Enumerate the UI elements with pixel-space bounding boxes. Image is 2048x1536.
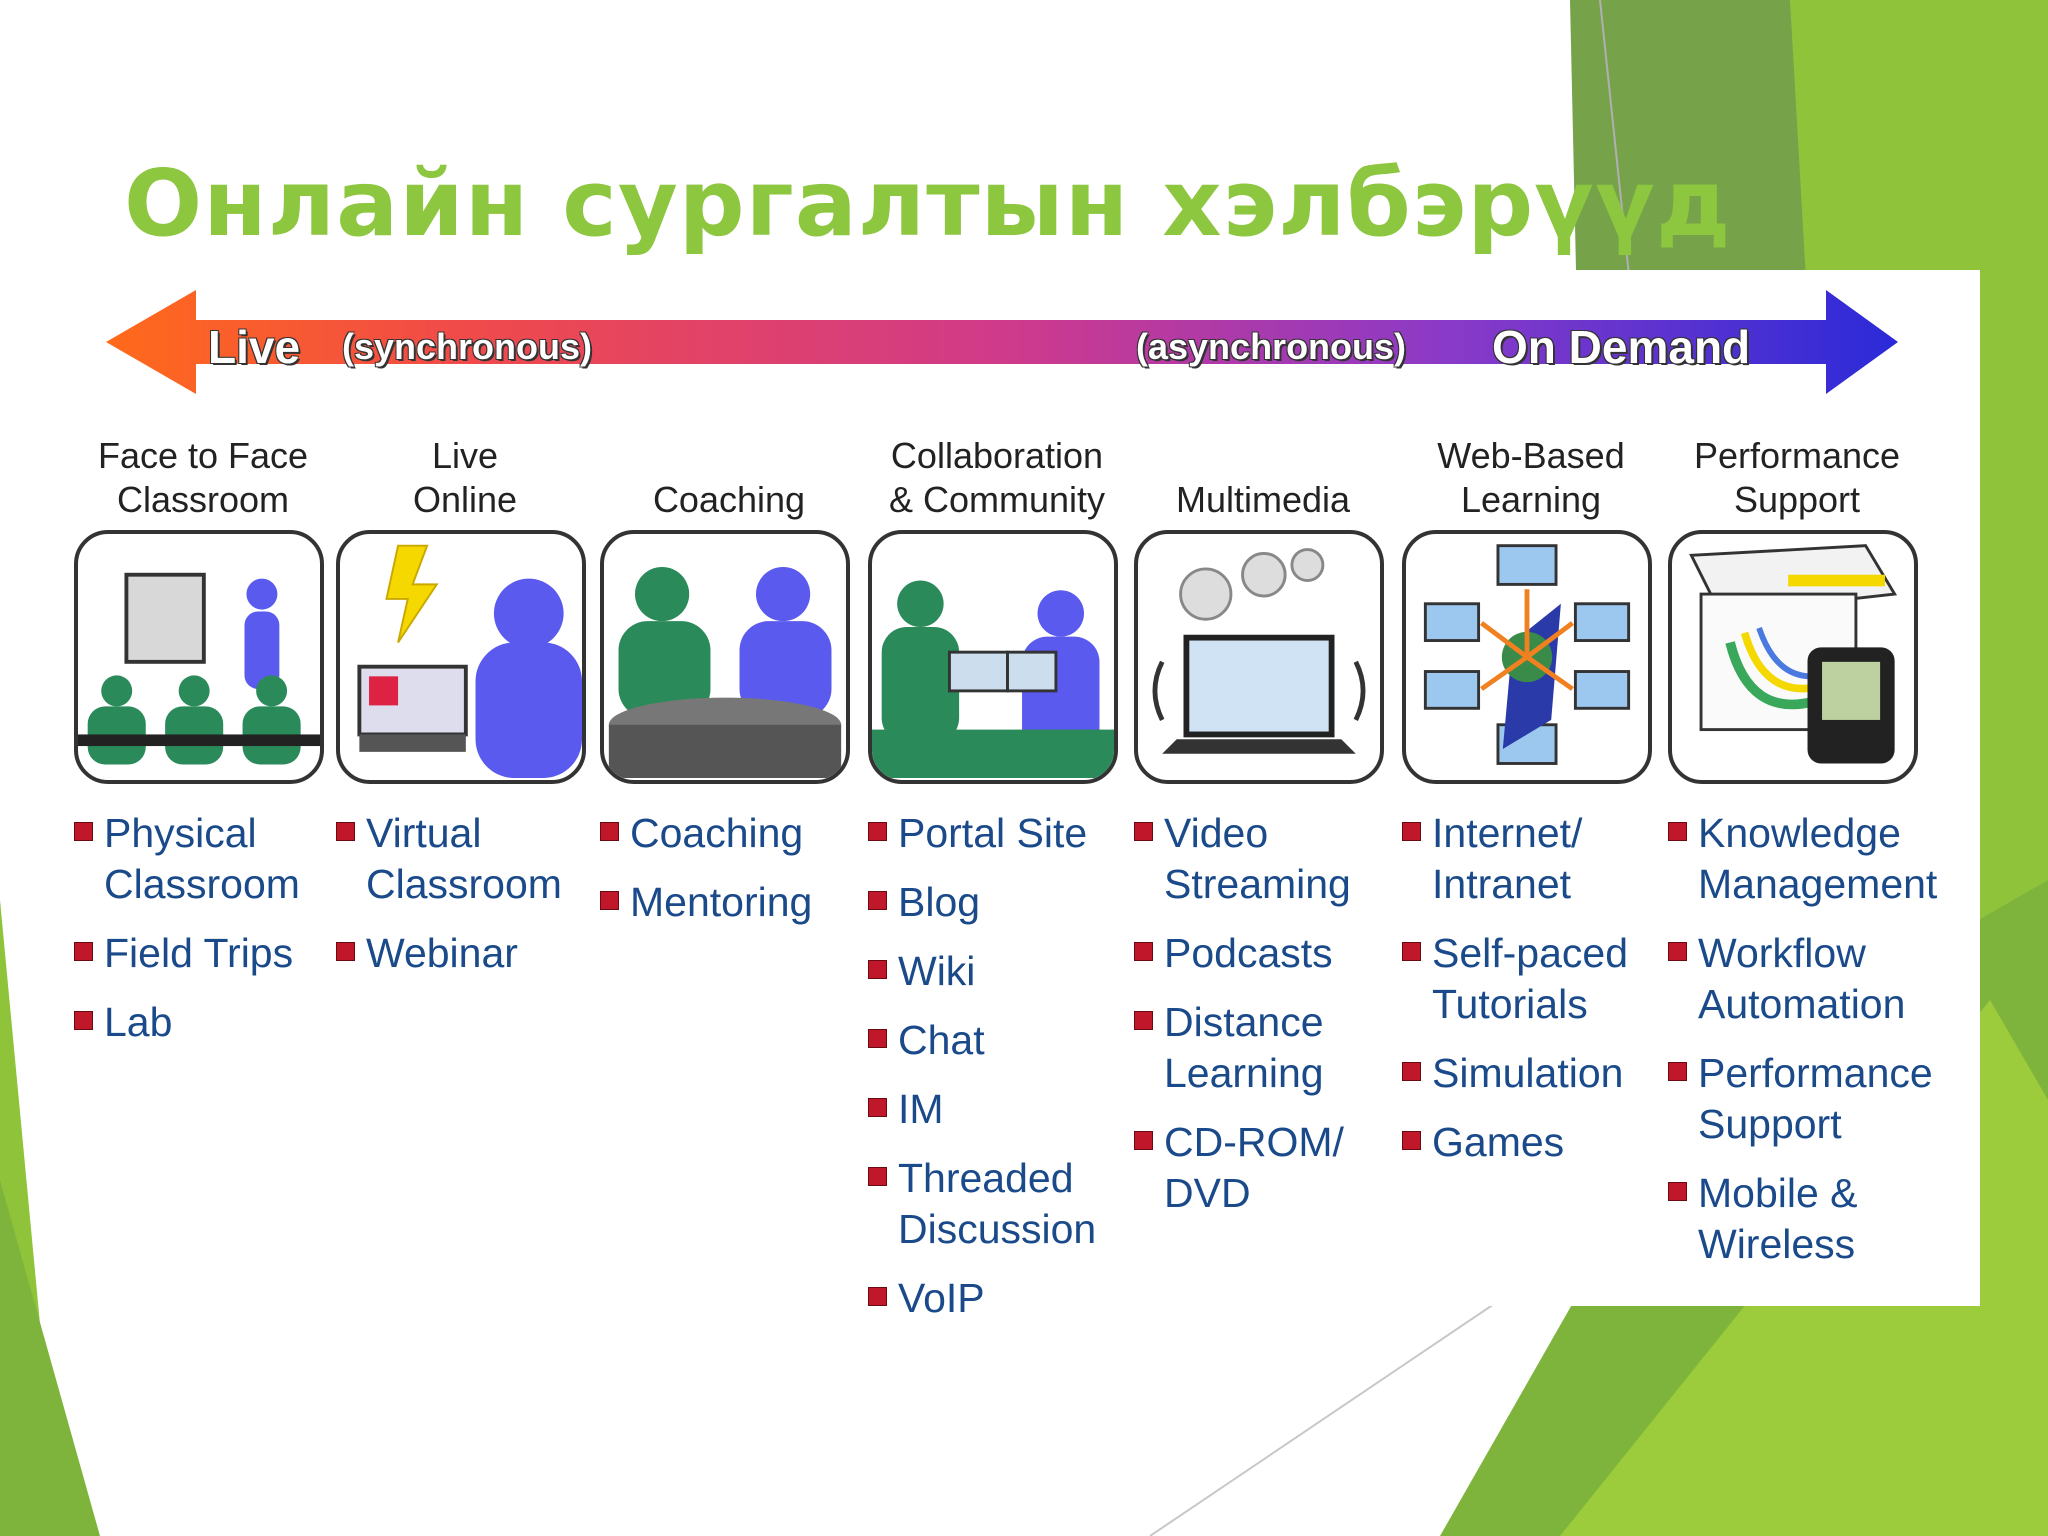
bullet-icon bbox=[1668, 822, 1687, 841]
slide-title: Онлайн сургалтын хэлбэрүүд bbox=[124, 150, 1732, 257]
list-item: Internet/ Intranet bbox=[1402, 808, 1660, 910]
list-item: VoIP bbox=[868, 1273, 1126, 1324]
list-item: Knowledge Management bbox=[1668, 808, 1958, 910]
asynchronous-label: (asynchronous) bbox=[1136, 326, 1407, 367]
list-item: Wiki bbox=[868, 946, 1126, 997]
column-header: Coaching bbox=[652, 479, 806, 520]
list-item: Threaded Discussion bbox=[868, 1153, 1126, 1255]
performance-support-icon bbox=[1668, 530, 1918, 784]
list-item: Workflow Automation bbox=[1668, 928, 1958, 1030]
online-learning-forms-figure: Live (synchronous) (asynchronous) On Dem… bbox=[56, 270, 1980, 1321]
bullet-icon bbox=[1668, 1062, 1687, 1081]
bullet-icon bbox=[336, 942, 355, 961]
list-item: Video Streaming bbox=[1134, 808, 1392, 910]
on-demand-label: On Demand bbox=[1492, 321, 1751, 373]
list-item: Simulation bbox=[1402, 1048, 1660, 1099]
column-header: Multimedia bbox=[1175, 479, 1351, 520]
bullet-icon bbox=[1134, 822, 1153, 841]
list-item: CD-ROM/ DVD bbox=[1134, 1117, 1392, 1219]
bullet-icon bbox=[600, 891, 619, 910]
list-item: Webinar bbox=[336, 928, 594, 979]
list-item: Portal Site bbox=[868, 808, 1126, 859]
bullet-icon bbox=[1402, 822, 1421, 841]
list-item: Physical Classroom bbox=[74, 808, 332, 910]
bullet-icon bbox=[1134, 1131, 1153, 1150]
classroom-icon bbox=[74, 530, 324, 784]
bullet-icon bbox=[1134, 1011, 1153, 1030]
list-item: Coaching bbox=[600, 808, 858, 859]
bullet-icon bbox=[868, 1098, 887, 1117]
bullet-icon bbox=[868, 1167, 887, 1186]
bullet-icon bbox=[868, 1287, 887, 1306]
coaching-icon bbox=[600, 530, 850, 784]
bullet-icon bbox=[1402, 1062, 1421, 1081]
bullet-icon bbox=[1402, 942, 1421, 961]
live-label: Live bbox=[208, 321, 301, 373]
column-collaboration: Collaboration& Community Portal Site Blo… bbox=[868, 422, 1126, 1342]
list-item: IM bbox=[868, 1084, 1126, 1135]
bullet-icon bbox=[1668, 1182, 1687, 1201]
bullet-icon bbox=[1134, 942, 1153, 961]
list-item: Mentoring bbox=[600, 877, 858, 928]
sync-async-arrow bbox=[106, 290, 1898, 394]
synchronous-label: (synchronous) bbox=[342, 326, 593, 367]
collaboration-icon bbox=[868, 530, 1118, 784]
list-item: Performance Support bbox=[1668, 1048, 1958, 1150]
bullet-icon bbox=[1402, 1131, 1421, 1150]
web-network-icon bbox=[1402, 530, 1652, 784]
list-item: Mobile & Wireless bbox=[1668, 1168, 1958, 1270]
list-item: Games bbox=[1402, 1117, 1660, 1168]
list-item: Self-paced Tutorials bbox=[1402, 928, 1660, 1030]
list-item: Field Trips bbox=[74, 928, 332, 979]
list-item: Chat bbox=[868, 1015, 1126, 1066]
bullet-icon bbox=[336, 822, 355, 841]
bullet-icon bbox=[868, 960, 887, 979]
bullet-icon bbox=[74, 942, 93, 961]
list-item: Distance Learning bbox=[1134, 997, 1392, 1099]
column-coaching: Coaching Coaching Mentoring bbox=[600, 422, 858, 946]
bullet-icon bbox=[868, 1029, 887, 1048]
list-item: Podcasts bbox=[1134, 928, 1392, 979]
bullet-icon bbox=[74, 1011, 93, 1030]
multimedia-icon bbox=[1134, 530, 1384, 784]
list-item: Virtual Classroom bbox=[336, 808, 594, 910]
bullet-icon bbox=[74, 822, 93, 841]
bullet-icon bbox=[868, 891, 887, 910]
bullet-icon bbox=[1668, 942, 1687, 961]
list-item: Blog bbox=[868, 877, 1126, 928]
live-online-icon bbox=[336, 530, 586, 784]
column-header: Collaboration& Community bbox=[888, 435, 1106, 520]
bullet-icon bbox=[868, 822, 887, 841]
bullet-icon bbox=[600, 822, 619, 841]
list-item: Lab bbox=[74, 997, 332, 1048]
column-multimedia: Multimedia Video Streaming Podcasts Dist… bbox=[1134, 422, 1392, 1237]
